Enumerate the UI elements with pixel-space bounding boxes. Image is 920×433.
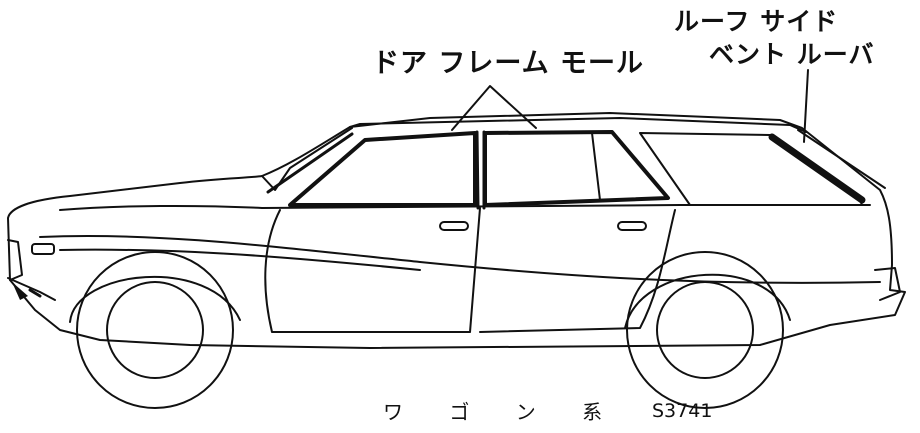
front-wheel-arch <box>69 275 241 323</box>
front-bumper <box>7 239 56 301</box>
front-tire <box>76 251 234 409</box>
rear-end <box>874 267 901 301</box>
rear-door-cutline <box>479 209 676 333</box>
windshield-pillar <box>261 127 353 191</box>
rear-door-handle <box>617 221 647 231</box>
rear-tire <box>626 251 784 409</box>
b-pillar <box>475 130 486 210</box>
figure-caption: ワ ゴ ン 系 <box>383 400 623 424</box>
leader-door-frame <box>451 85 537 131</box>
figure-code: S3741 <box>652 400 713 422</box>
front-door-window <box>288 131 477 207</box>
car-body-outline <box>7 112 906 349</box>
roof-line <box>349 117 807 133</box>
front-door-handle <box>439 221 469 231</box>
headlight <box>31 243 55 255</box>
front-door-cutline <box>264 207 481 333</box>
label-door-frame-mold: ドア フレーム モール <box>372 48 644 79</box>
label-vent-louver: ベント ルーバ <box>709 40 875 69</box>
rear-rim <box>656 281 754 379</box>
rear-door-window <box>483 130 670 207</box>
leader-roof-vent <box>803 69 809 143</box>
side-character-line <box>39 234 881 284</box>
front-rim <box>106 281 204 379</box>
rear-quarter-window <box>639 132 863 206</box>
belt-line <box>261 204 871 209</box>
label-roof-side: ルーフ サイド <box>674 7 839 36</box>
